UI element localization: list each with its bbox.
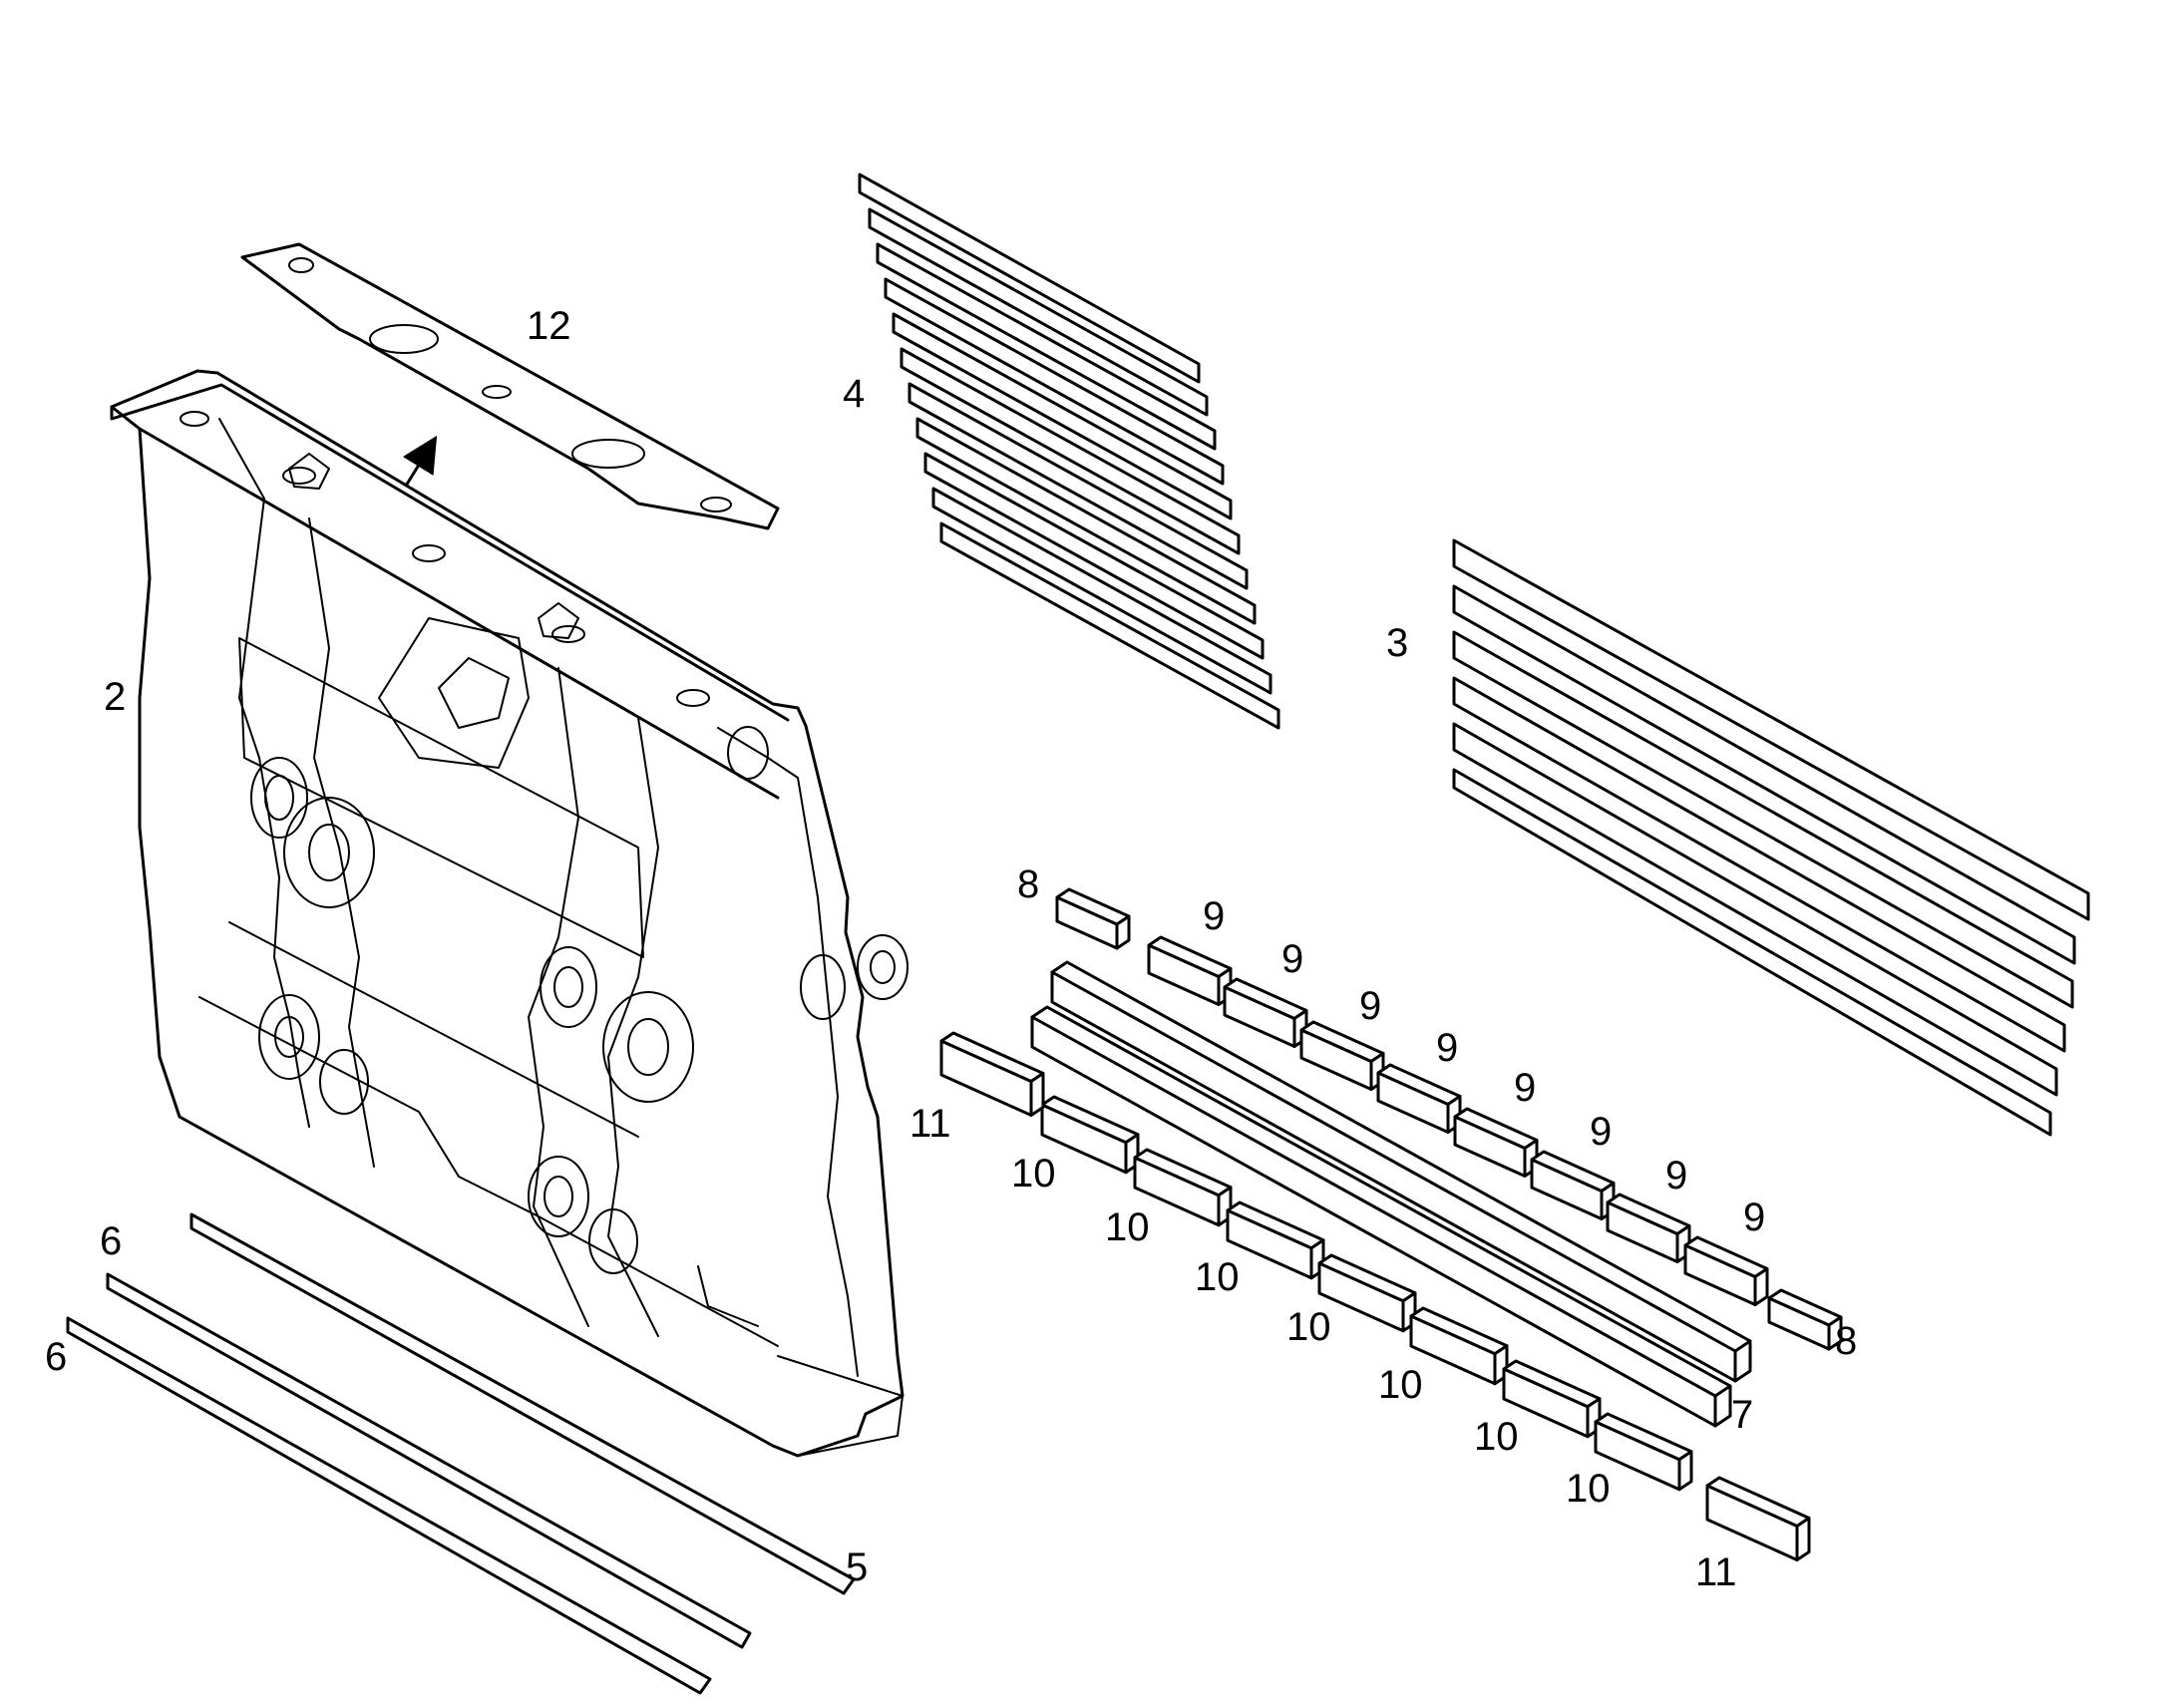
part-9-block-6 (1530, 1150, 1616, 1220)
callout-10-f: 10 (1474, 1415, 1519, 1459)
part-9-block-3 (1299, 1020, 1385, 1091)
callout-labels: 12 2 4 3 6 6 5 7 8 8 9 9 9 9 9 9 9 9 10 … (45, 304, 1857, 1594)
callout-10-c: 10 (1195, 1255, 1240, 1299)
callout-6-a: 6 (100, 1219, 122, 1263)
part-10-block-4 (1317, 1253, 1417, 1333)
callout-8-a: 8 (1017, 862, 1039, 906)
callout-10-d: 10 (1286, 1305, 1331, 1349)
callout-6-b: 6 (45, 1335, 67, 1379)
part-12-top-plate (240, 242, 780, 530)
part-11-block-a (939, 1031, 1045, 1117)
callout-9-c: 9 (1359, 984, 1381, 1028)
callout-9-b: 9 (1281, 937, 1303, 981)
block-group (939, 887, 1843, 1561)
callout-11-a: 11 (909, 1102, 951, 1146)
callout-9-h: 9 (1743, 1196, 1765, 1239)
part-10-block-7 (1594, 1412, 1693, 1492)
part-8-block-b (1767, 1288, 1843, 1351)
part-6-strip-b (66, 1316, 712, 1695)
part-11-block-b (1705, 1476, 1811, 1561)
part-9-block-4 (1376, 1063, 1462, 1134)
part-10-block-3 (1226, 1200, 1325, 1280)
part-7-bar-a (1050, 960, 1752, 1383)
part-9-block-2 (1223, 977, 1308, 1048)
callout-3: 3 (1386, 621, 1408, 665)
part-8-block-a (1055, 887, 1131, 950)
callout-4: 4 (843, 372, 865, 416)
callout-10-e: 10 (1378, 1363, 1423, 1407)
part-6-strip-a (106, 1272, 752, 1649)
part-9-block-8 (1683, 1235, 1769, 1306)
callout-9-e: 9 (1514, 1066, 1536, 1110)
part-2-main-frame (110, 369, 908, 1458)
part-10-block-6 (1502, 1359, 1602, 1439)
part-10-block-1 (1040, 1095, 1140, 1175)
callout-11-b: 11 (1695, 1550, 1737, 1594)
callout-8-b: 8 (1835, 1319, 1857, 1363)
callout-10-g: 10 (1566, 1467, 1611, 1511)
callout-9-a: 9 (1203, 894, 1225, 938)
part-4-strip-set (858, 172, 1280, 730)
part-7-bar-b (1030, 1005, 1732, 1428)
callout-9-d: 9 (1436, 1026, 1458, 1070)
callout-2: 2 (104, 675, 126, 719)
callout-9-g: 9 (1665, 1154, 1687, 1197)
callout-10-b: 10 (1105, 1205, 1150, 1249)
callout-12: 12 (527, 304, 571, 348)
part-5-strip (189, 1212, 856, 1595)
callout-5: 5 (846, 1545, 868, 1589)
part-9-block-1 (1147, 935, 1233, 1006)
part-10-block-5 (1409, 1306, 1509, 1386)
part-9-block-5 (1453, 1107, 1539, 1178)
part-3-strip-set (1452, 538, 2090, 1137)
callout-9-f: 9 (1590, 1110, 1612, 1154)
callout-7: 7 (1731, 1393, 1753, 1437)
part-9-block-7 (1606, 1193, 1691, 1263)
callout-10-a: 10 (1011, 1152, 1056, 1196)
